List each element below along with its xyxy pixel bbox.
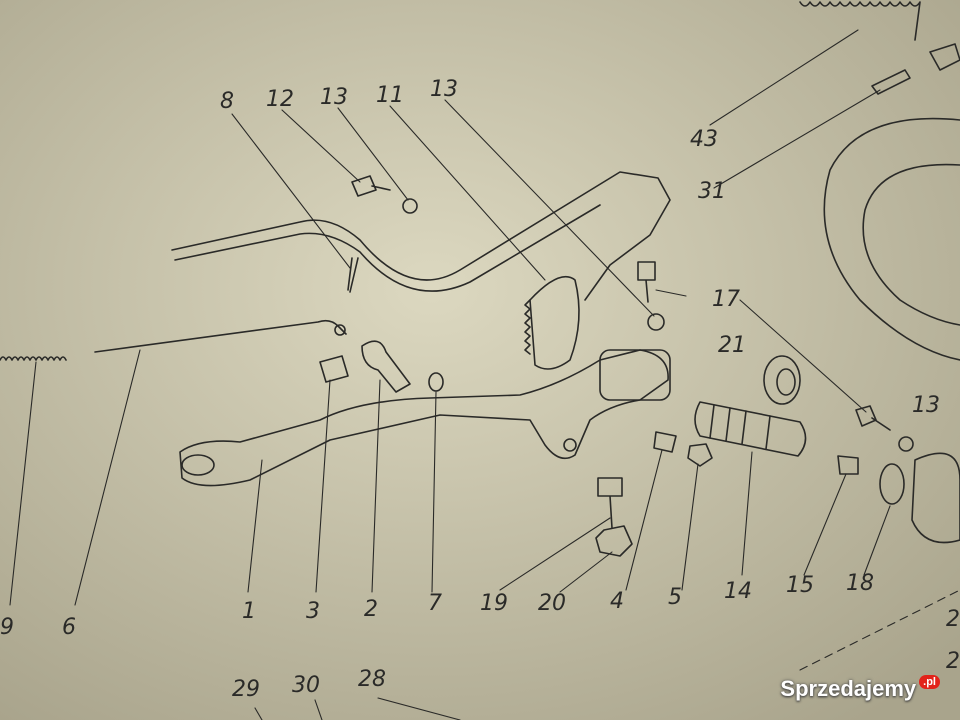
tyre-inner	[862, 163, 960, 326]
key-4	[653, 431, 677, 453]
nut-5	[687, 443, 713, 467]
ring-18	[879, 463, 905, 505]
callout-7: 7	[428, 591, 442, 616]
callout-13: 13	[320, 85, 348, 110]
bolt-19	[597, 477, 623, 529]
bolt-12	[351, 175, 391, 197]
bushing-21	[763, 355, 801, 405]
callout-6: 6	[62, 615, 76, 640]
frame-outline-inner	[174, 204, 601, 292]
callout-29: 29	[232, 677, 260, 702]
callout-2-edge-2: 2	[946, 649, 960, 674]
grease-nipple-15	[837, 455, 859, 475]
callout-21: 21	[718, 333, 746, 358]
bolt-17	[637, 261, 656, 303]
washer-13a	[402, 198, 418, 214]
callout-2-edge: 2	[946, 607, 960, 632]
callout-19: 19	[480, 591, 508, 616]
bolt-17b	[855, 405, 891, 431]
watermark-badge: .pl	[919, 675, 940, 689]
nut-20	[595, 525, 633, 557]
callout-13: 13	[912, 393, 940, 418]
lever-eye	[181, 454, 215, 476]
cotter-pin-8	[347, 257, 359, 293]
callout-5: 5	[668, 585, 682, 610]
callout-31: 31	[698, 179, 726, 204]
hub-right	[911, 452, 960, 544]
washer-7	[428, 372, 444, 392]
callout-9: 9	[0, 615, 14, 640]
spring-43	[799, 1, 921, 41]
callout-43: 43	[690, 127, 718, 152]
callout-4: 4	[610, 589, 624, 614]
callout-14: 14	[724, 579, 752, 604]
callout-28: 28	[358, 667, 386, 692]
washer-13c	[898, 436, 914, 452]
callout-13: 13	[430, 77, 458, 102]
tyre-outline	[823, 117, 960, 361]
frame-outline	[171, 171, 671, 301]
callout-20: 20	[538, 591, 566, 616]
bracket-top	[929, 43, 960, 71]
callout-8: 8	[220, 89, 234, 114]
lever-hub	[599, 349, 671, 401]
callout-12: 12	[266, 87, 294, 112]
pin-31	[871, 69, 911, 95]
callout-1: 1	[242, 599, 256, 624]
splined-shaft-14	[694, 401, 807, 457]
callout-2: 2	[364, 597, 378, 622]
callout-17: 17	[712, 287, 740, 312]
callout-11: 11	[376, 83, 404, 108]
lever-pivot	[563, 438, 577, 452]
callout-30: 30	[292, 673, 320, 698]
callout-3: 3	[306, 599, 320, 624]
callout-labels: 8 12 13 11 13 43 31 17 21 13 9 6 1 3 2 7…	[0, 77, 960, 702]
spring-9	[0, 356, 67, 361]
watermark-brand: Sprzedajemy	[780, 676, 917, 701]
washer-13b	[647, 313, 665, 331]
clip-2	[361, 340, 411, 393]
callout-18: 18	[846, 571, 874, 596]
callout-15: 15	[786, 573, 814, 598]
watermark: Sprzedajemy.pl	[780, 675, 940, 702]
brake-lever-1	[179, 349, 669, 487]
rod-end	[334, 324, 346, 336]
ratchet-sector-11	[529, 275, 580, 370]
pin-3	[319, 355, 349, 383]
